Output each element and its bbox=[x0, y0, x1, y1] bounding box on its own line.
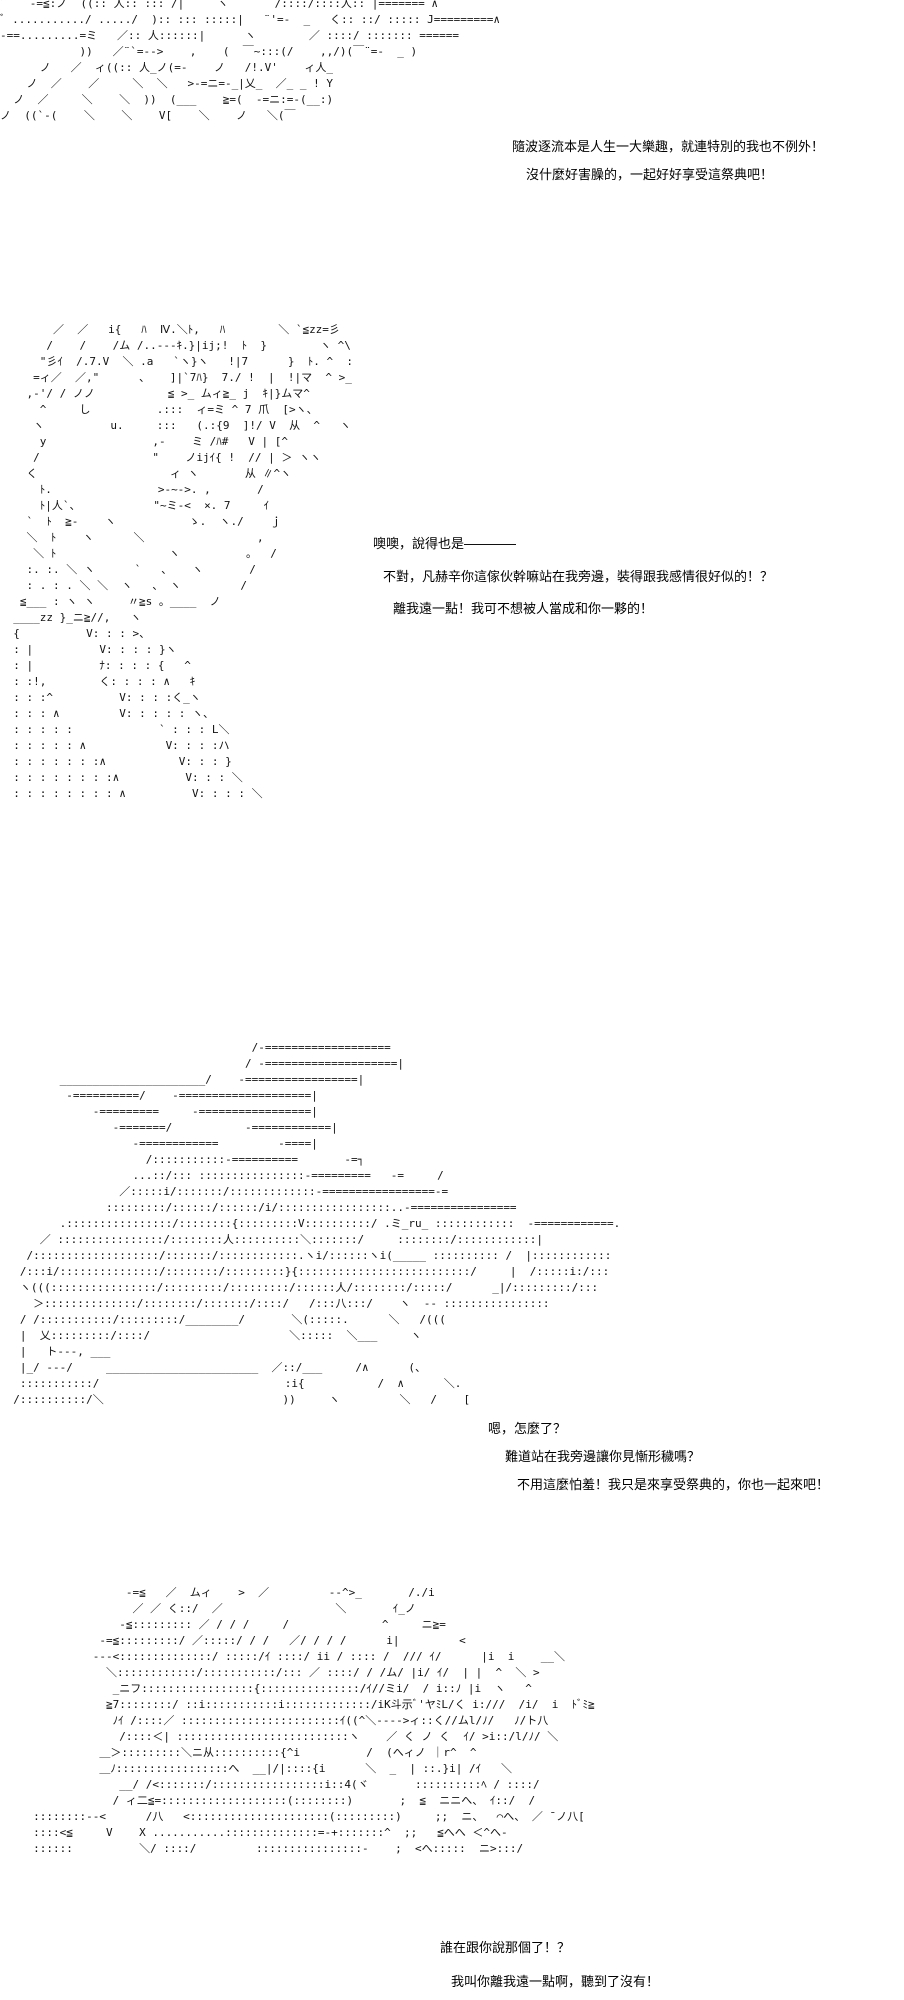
dialogue-line: 誰在跟你說那個了！？ bbox=[440, 1941, 571, 1956]
dialogue-line: 嗯，怎麼了？ bbox=[488, 1422, 567, 1437]
dialogue-line: 噢噢，說得也是―――― bbox=[373, 537, 517, 552]
panel-2: ／ ／ i{ ﾊ Ⅳ.＼ﾄ, ﾊ ＼ `≦zz=彡 / / /ム /..---ｷ… bbox=[0, 310, 904, 910]
ascii-art-figure: ﾞ ￣-=≦:ノ ((:: 人:: ::: /| ヽ /::::/::::人::… bbox=[0, 0, 500, 122]
ascii-art-figure: /-=================== / -===============… bbox=[13, 1041, 621, 1406]
panel-4: -=≦ ／ ムィ > ／ --^>_ /./i ／ ／ く::/ ／ ＼ ｲ_ノ… bbox=[0, 1585, 904, 2000]
panel-1: ﾞ ￣-=≦:ノ ((:: 人:: ::: /| ヽ /::::/::::人::… bbox=[0, 0, 904, 200]
panel-3: /-=================== / -===============… bbox=[0, 1040, 904, 1540]
dialogue-line: 不對，凡赫辛你這傢伙幹嘛站在我旁邊，裝得跟我感情很好似的！？ bbox=[383, 570, 774, 585]
ascii-art-figure: -=≦ ／ ムィ > ／ --^>_ /./i ／ ／ く::/ ／ ＼ ｲ_ノ… bbox=[33, 1586, 595, 1855]
dialogue-line: 隨波逐流本是人生一大樂趣，就連特別的我也不例外！ bbox=[512, 140, 825, 155]
dialogue-line: 離我遠一點！我可不想被人當成和你一夥的！ bbox=[393, 602, 654, 617]
dialogue-line: 我叫你離我遠一點啊，聽到了沒有！ bbox=[451, 1975, 660, 1990]
dialogue-line: 不用這麼怕羞！我只是來享受祭典的，你也一起來吧！ bbox=[517, 1478, 830, 1493]
dialogue-line: 沒什麼好害臊的，一起好好享受這祭典吧！ bbox=[526, 168, 774, 183]
ascii-art-figure: ／ ／ i{ ﾊ Ⅳ.＼ﾄ, ﾊ ＼ `≦zz=彡 / / /ム /..---ｷ… bbox=[13, 323, 354, 800]
dialogue-line: 難道站在我旁邊讓你見慚形穢嗎？ bbox=[505, 1450, 701, 1465]
